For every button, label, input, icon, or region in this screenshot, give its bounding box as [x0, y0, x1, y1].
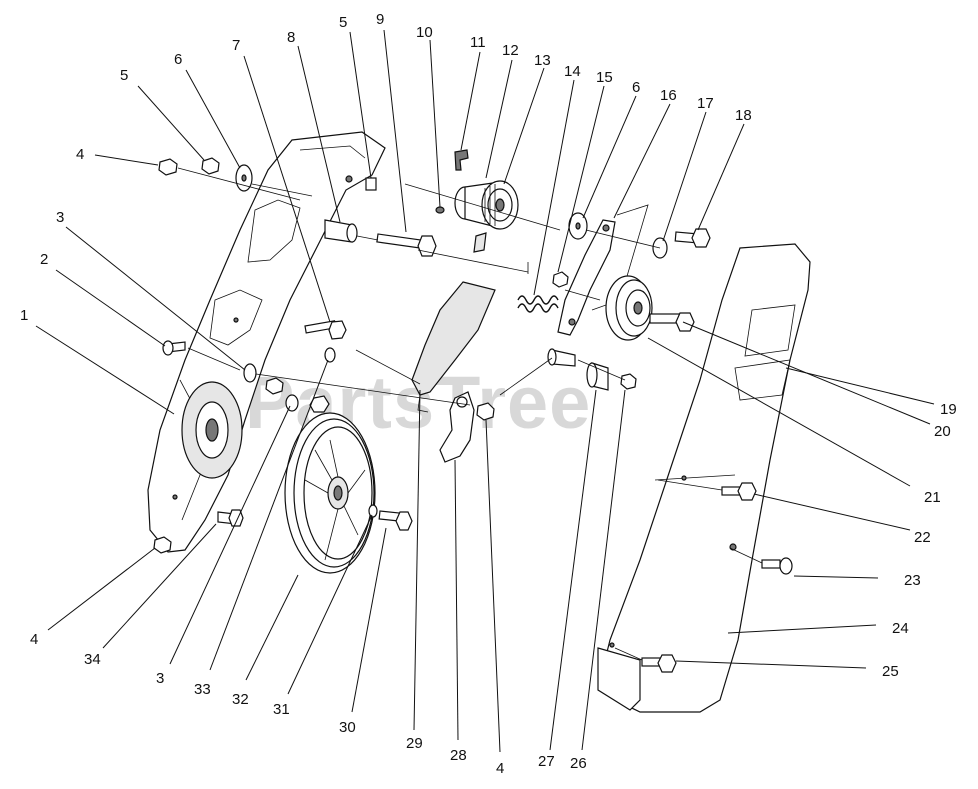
callout-17: 17	[697, 95, 714, 112]
callout-25: 25	[882, 663, 899, 680]
callout-27: 27	[538, 753, 555, 770]
callout-10: 10	[416, 24, 433, 41]
idler-pulley	[605, 275, 653, 341]
drive-pulley	[454, 180, 519, 253]
leader-lines	[35, 29, 935, 753]
callout-2: 2	[40, 251, 48, 268]
callout-31: 31	[273, 701, 290, 718]
callout-11: 11	[470, 34, 486, 51]
callout-3: 3	[56, 209, 64, 226]
callout-24: 24	[892, 620, 909, 637]
callout-4: 4	[76, 146, 84, 163]
callout-30: 30	[339, 719, 356, 736]
callout-labels: 1 2 3 4 5 6 7 8 5 9 10 11 12 13 14 15 6 …	[20, 11, 957, 777]
callout-22: 22	[914, 529, 931, 546]
spring	[517, 295, 559, 313]
callout-19: 19	[940, 401, 957, 418]
callout-5: 5	[120, 67, 128, 84]
belt-cover	[599, 243, 811, 713]
callout-16: 16	[660, 87, 677, 104]
housing-plate	[147, 131, 386, 553]
large-pulley	[284, 412, 376, 574]
callout-14: 14	[564, 63, 581, 80]
callout-20: 20	[934, 423, 951, 440]
callout-15: 15	[596, 69, 613, 86]
callout-34: 34	[84, 651, 101, 668]
callout-5: 5	[339, 14, 347, 31]
callout-6: 6	[174, 51, 182, 68]
callout-32: 32	[232, 691, 249, 708]
hardware	[153, 149, 793, 711]
callout-8: 8	[287, 29, 295, 46]
callout-1: 1	[20, 307, 28, 324]
callout-7: 7	[232, 37, 240, 54]
callout-28: 28	[450, 747, 467, 764]
callout-29: 29	[406, 735, 423, 752]
callout-12: 12	[502, 42, 519, 59]
callout-4: 4	[30, 631, 38, 648]
callout-18: 18	[735, 107, 752, 124]
assembly-axes	[177, 167, 763, 661]
callout-21: 21	[924, 489, 941, 506]
callout-26: 26	[570, 755, 587, 772]
callout-13: 13	[534, 52, 551, 69]
callout-6: 6	[632, 79, 640, 96]
callout-23: 23	[904, 572, 921, 589]
callout-4: 4	[496, 760, 504, 777]
callout-3: 3	[156, 670, 164, 687]
callout-9: 9	[376, 11, 384, 28]
callout-33: 33	[194, 681, 211, 698]
